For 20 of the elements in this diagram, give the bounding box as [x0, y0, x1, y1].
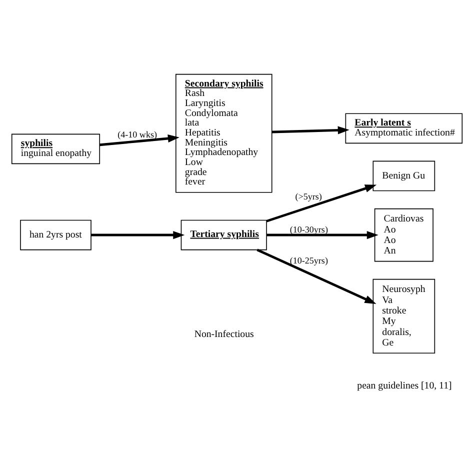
arrow	[91, 230, 185, 239]
arrow	[266, 230, 378, 239]
node-box: Benign Gu	[372, 160, 436, 191]
edge-label: (10-25yrs)	[290, 255, 328, 266]
arrow	[272, 126, 350, 134]
edge-label: (>5yrs)	[295, 191, 322, 202]
arrow	[100, 134, 180, 146]
arrow	[266, 184, 377, 222]
label: Non-Infectious	[194, 328, 254, 340]
node-box: Neurosyph Va stroke My doralis, Ge	[372, 278, 436, 354]
node-box: syphilis inguinal enopathy	[11, 133, 100, 164]
node-box: Early latent s Asymptomatic infection#	[345, 112, 463, 144]
arrow	[256, 248, 376, 304]
node-box: han 2yrs post	[20, 219, 92, 250]
node-box: Cardiovas Ao Ao An	[374, 208, 434, 262]
node-box: Secondary syphilis Rash Laryngitis Condylomata lata Hepatitis Meningitis Lymphadenopathy Low grade fever	[175, 73, 272, 192]
edge-label: (4-10 wks)	[118, 128, 157, 139]
node-box: Tertiary syphilis	[180, 219, 267, 250]
edge-label: (10-30yrs)	[290, 224, 328, 234]
label: pean guidelines [10, 11]	[357, 380, 452, 391]
